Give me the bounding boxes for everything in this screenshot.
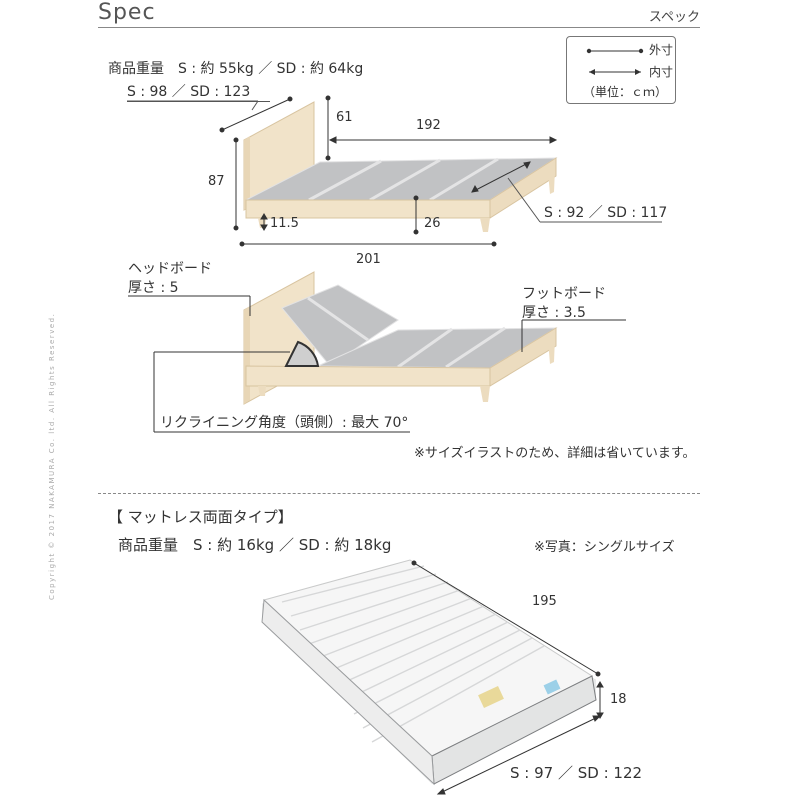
dim-headboard-above: 61 (336, 110, 353, 125)
copyright: Copyright © 2017 NAKAMURA Co. ltd. All R… (48, 312, 56, 600)
legend-unit: （単位：ｃｍ） (583, 85, 668, 99)
legend-arrows (586, 48, 644, 75)
mattress-thickness: 18 (610, 692, 627, 707)
mattress-illustration (261, 559, 597, 786)
mattress-length: 195 (532, 594, 557, 609)
dim-outer-length: 201 (356, 252, 381, 267)
mattress-width: S : 97 ／ SD : 122 (510, 764, 643, 782)
mattress-dimension-lines (411, 560, 604, 795)
dim-floor-clearance: 11.5 (270, 216, 299, 231)
dim-frame-height: 26 (424, 216, 441, 231)
page-title: Spec (98, 0, 156, 25)
recline-leader-lines (128, 295, 626, 433)
dim-inner-length: 192 (416, 118, 441, 133)
mattress-photo-note: ※写真：シングルサイズ (534, 540, 675, 555)
illustration-note: ※サイズイラストのため、詳細は省いています。 (414, 446, 696, 461)
footboard-label: フットボード (522, 286, 606, 302)
legend-outer-label: 外寸 (649, 43, 674, 57)
headboard-thickness: 厚さ : 5 (128, 280, 179, 296)
footboard-thickness: 厚さ : 3.5 (522, 305, 586, 321)
bed-recline-view (243, 271, 558, 405)
dim-inner-width: S : 92 ／ SD : 117 (544, 205, 668, 221)
legend-inner-label: 内寸 (649, 65, 674, 79)
header-rule (98, 27, 700, 28)
recline-angle: リクライニング角度（頭側）: 最大 70° (160, 415, 409, 431)
bed-side-view (243, 101, 558, 232)
mattress-weight: 商品重量 S : 約 16kg ／ SD : 約 18kg (118, 536, 392, 554)
bed-weight: 商品重量 S : 約 55kg ／ SD : 約 64kg (108, 61, 364, 77)
section-divider (98, 493, 700, 494)
page-subtitle: スペック (648, 10, 700, 25)
bed-dimension-lines (127, 95, 662, 247)
headboard-label: ヘッドボード (128, 261, 212, 277)
mattress-heading: 【 マットレス両面タイプ】 (108, 508, 293, 526)
dim-height-total: 87 (208, 174, 225, 189)
legend-box: 外寸 内寸 （単位：ｃｍ） (566, 36, 676, 104)
